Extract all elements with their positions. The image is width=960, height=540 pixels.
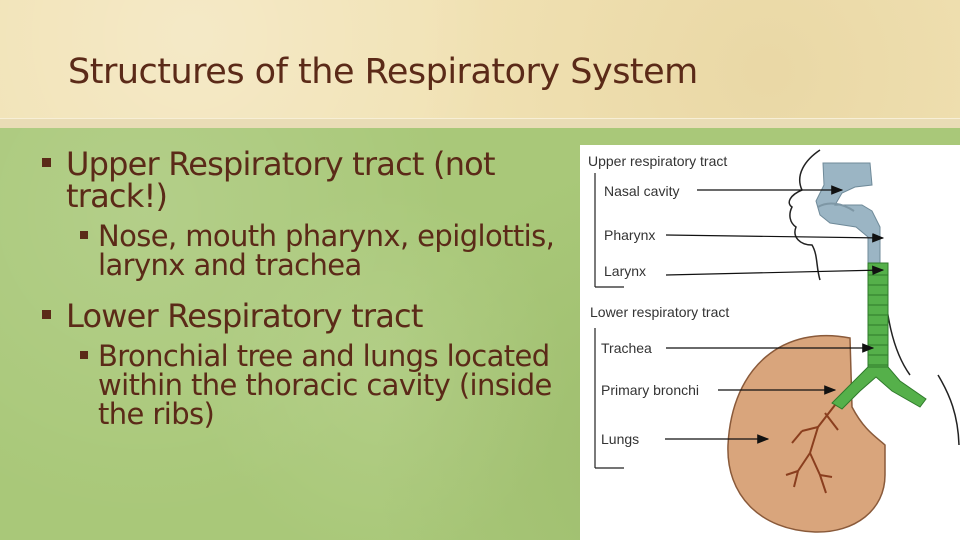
bullet-marker-icon bbox=[80, 231, 88, 239]
rib-outline bbox=[937, 374, 960, 446]
bullet-lower-detail: Bronchial tree and lungs located within … bbox=[98, 339, 552, 431]
sub-bullet-upper-detail: Nose, mouth pharynx, epiglottis, larynx … bbox=[42, 222, 562, 280]
label-trachea: Trachea bbox=[601, 340, 652, 356]
label-nasal-cavity: Nasal cavity bbox=[604, 183, 679, 199]
bullet-lower-heading: Lower Respiratory tract bbox=[66, 297, 423, 335]
bullet-lower-respiratory: Lower Respiratory tract bbox=[42, 300, 562, 332]
bullet-upper-detail: Nose, mouth pharynx, epiglottis, larynx … bbox=[98, 219, 555, 282]
bullet-marker-icon bbox=[42, 310, 51, 319]
bronchial-tree bbox=[785, 404, 839, 494]
respiratory-diagram: Upper respiratory tract Nasal cavity Pha… bbox=[580, 145, 960, 540]
sub-bullet-lower-detail: Bronchial tree and lungs located within … bbox=[42, 342, 562, 429]
bronchi-shape bbox=[831, 366, 927, 410]
slide-title: Structures of the Respiratory System bbox=[68, 52, 698, 92]
respiratory-diagram-svg: Upper respiratory tract Nasal cavity Pha… bbox=[588, 149, 960, 533]
label-primary-bronchi: Primary bronchi bbox=[601, 382, 699, 398]
label-upper-tract: Upper respiratory tract bbox=[588, 153, 727, 169]
label-larynx: Larynx bbox=[604, 263, 646, 279]
bullet-marker-icon bbox=[80, 351, 88, 359]
arrow-pharynx bbox=[665, 233, 885, 243]
mouth-detail bbox=[817, 202, 855, 212]
bullet-upper-heading: Upper Respiratory tract (not track!) bbox=[66, 145, 496, 215]
arrow-larynx bbox=[665, 265, 885, 276]
upper-airway-shape bbox=[815, 162, 881, 264]
title-band bbox=[0, 0, 960, 118]
label-lungs: Lungs bbox=[601, 431, 639, 447]
bullet-list: Upper Respiratory tract (not track!) Nos… bbox=[42, 148, 562, 449]
label-pharynx: Pharynx bbox=[604, 227, 655, 243]
bullet-marker-icon bbox=[42, 158, 51, 167]
bullet-upper-respiratory: Upper Respiratory tract (not track!) bbox=[42, 148, 562, 212]
head-outline bbox=[788, 149, 821, 281]
lung-shape bbox=[727, 334, 886, 533]
trachea-rings bbox=[868, 274, 888, 366]
label-lower-tract: Lower respiratory tract bbox=[590, 304, 729, 320]
